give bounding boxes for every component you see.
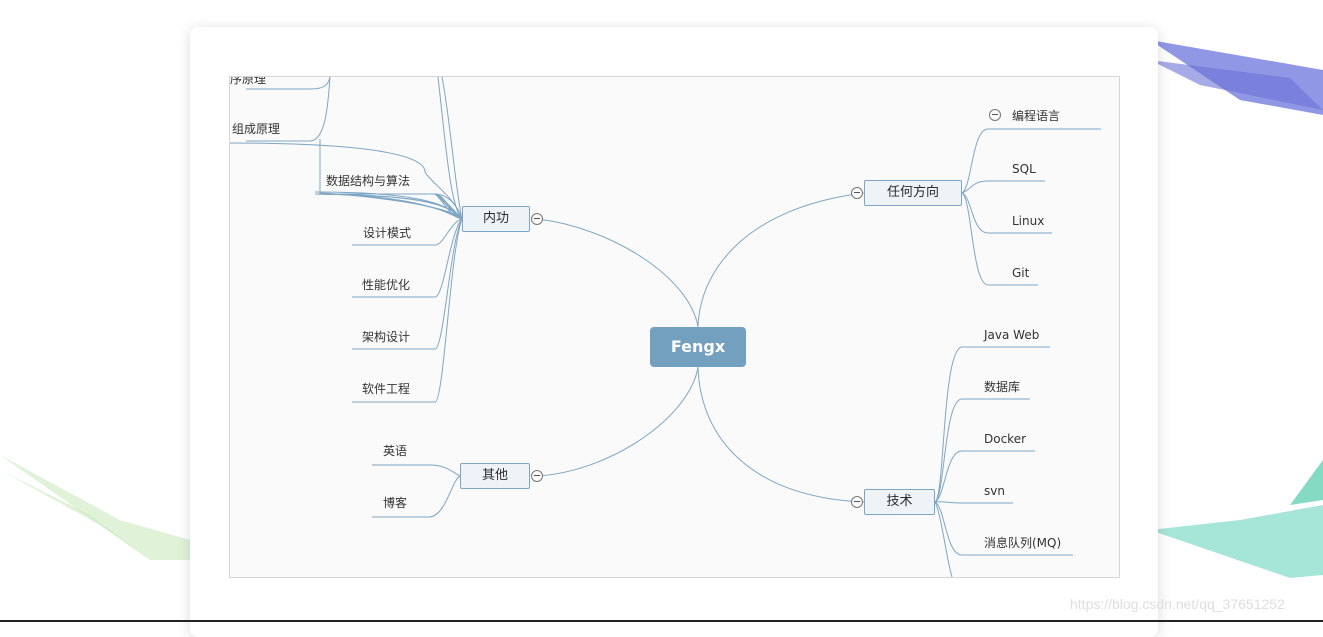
jishu-child-2[interactable]: 数据库 [984, 380, 1021, 394]
neigong-child-5[interactable]: 软件工程 [362, 382, 411, 396]
neigong-child-1[interactable]: 数据结构与算法 [326, 174, 411, 188]
branch-qita[interactable]: 其他 [460, 463, 530, 489]
renhe-child-3[interactable]: Linux [1012, 214, 1045, 228]
background-ribbons [0, 40, 1323, 578]
collapse-biancheng-icon[interactable] [989, 109, 1001, 121]
bottom-divider [0, 620, 1323, 622]
collapse-neigong-icon[interactable] [531, 213, 543, 225]
branch-renhe[interactable]: 任何方向 [864, 180, 962, 206]
mindmap-root[interactable]: Fengx [650, 327, 746, 367]
neigong-child-3[interactable]: 性能优化 [362, 278, 411, 292]
neigong-child-4[interactable]: 架构设计 [362, 330, 411, 344]
branch-jishu[interactable]: 技术 [864, 489, 935, 515]
neigong-child-2[interactable]: 设计模式 [363, 226, 412, 240]
jishu-child-5[interactable]: 消息队列(MQ) [984, 536, 1062, 550]
neigong-partial-child-1[interactable]: 排序原理 [230, 76, 267, 86]
mindmap-connectors [230, 77, 1101, 577]
jishu-child-1[interactable]: Java Web [984, 328, 1040, 342]
collapse-qita-icon[interactable] [531, 470, 543, 482]
collapse-jishu-icon[interactable] [851, 496, 863, 508]
collapse-renhe-icon[interactable] [851, 187, 863, 199]
branch-neigong[interactable]: 内功 [462, 206, 530, 232]
neigong-partial-child-2[interactable]: 组成原理 [232, 122, 281, 136]
jishu-child-3[interactable]: Docker [984, 432, 1027, 446]
watermark: https://blog.csdn.net/qq_37651252 [1070, 596, 1285, 612]
jishu-child-4[interactable]: svn [984, 484, 1005, 498]
renhe-child-1[interactable]: 编程语言 [1012, 109, 1061, 123]
qita-child-1[interactable]: 英语 [383, 444, 408, 458]
qita-child-2[interactable]: 博客 [383, 496, 408, 510]
mindmap-canvas[interactable]: Fengx 内功 排序原理 组成原理 数据结构与算法 设计模式 性能优化 架构设… [229, 76, 1120, 578]
renhe-child-4[interactable]: Git [1012, 266, 1030, 280]
renhe-child-2[interactable]: SQL [1012, 162, 1036, 176]
